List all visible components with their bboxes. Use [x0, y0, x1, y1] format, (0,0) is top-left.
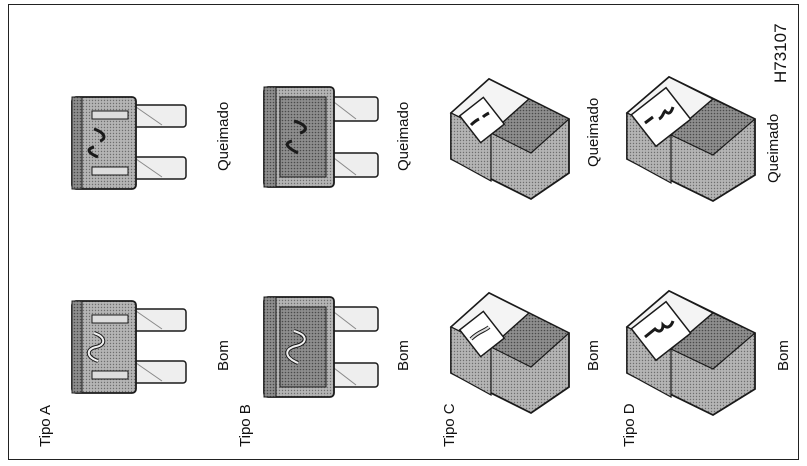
blown-label-a: Queimado	[215, 102, 232, 171]
good-label-d: Bom	[775, 340, 792, 371]
good-label-b: Bom	[395, 340, 412, 371]
fuse-type-b-good	[254, 293, 394, 403]
figure-id: H73107	[771, 23, 791, 83]
fuse-type-c-blown	[441, 73, 581, 203]
fuse-type-d-good	[617, 287, 767, 417]
figure-frame: H73107 Tipo A Bom Queimado Tipo B Bom Qu…	[8, 4, 799, 460]
fuse-type-a-blown	[64, 93, 204, 193]
fuse-type-b-blown	[254, 83, 394, 193]
type-label-a: Tipo A	[37, 405, 54, 447]
blown-label-c: Queimado	[585, 98, 602, 167]
fuse-type-c-good	[441, 287, 581, 417]
good-label-a: Bom	[215, 340, 232, 371]
blown-label-d: Queimado	[765, 114, 782, 183]
type-label-b: Tipo B	[237, 404, 254, 447]
good-label-c: Bom	[585, 340, 602, 371]
fuse-type-d-blown	[617, 73, 767, 203]
fuse-type-a-good	[64, 297, 204, 397]
blown-label-b: Queimado	[395, 102, 412, 171]
